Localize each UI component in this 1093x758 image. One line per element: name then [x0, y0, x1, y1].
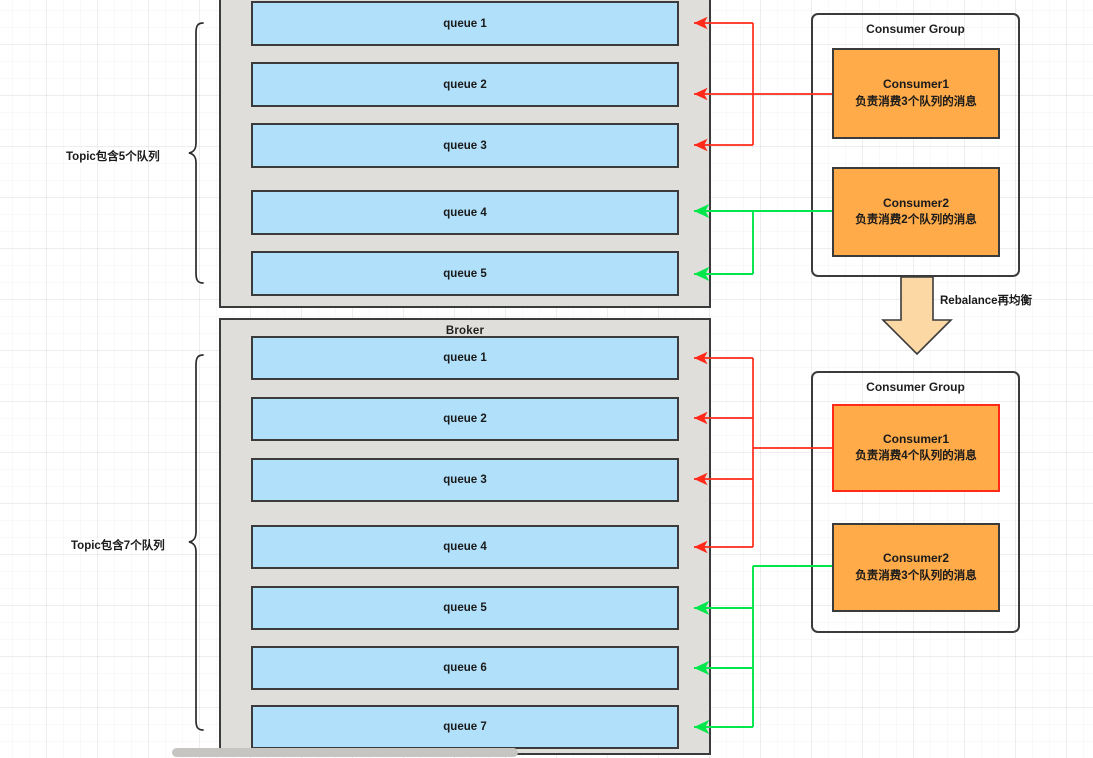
queue-label: queue 4: [443, 541, 487, 553]
consumer-box-bottom-2[interactable]: Consumer2 负责消费3个队列的消息: [832, 523, 1000, 612]
consumer-box-top-2[interactable]: Consumer2 负责消费2个队列的消息: [832, 167, 1000, 257]
queue-label: queue 7: [443, 721, 487, 733]
consumer-desc: 负责消费4个队列的消息: [855, 450, 977, 463]
queue-label: queue 3: [443, 474, 487, 486]
queue-box[interactable]: queue 2: [251, 397, 679, 441]
consumer-group-bottom: Consumer Group: [811, 371, 1020, 633]
queue-label: queue 5: [443, 602, 487, 614]
brace-top: [188, 22, 204, 284]
horizontal-scrollbar[interactable]: [0, 747, 1093, 758]
rebalance-label: Rebalance再均衡: [940, 295, 1033, 307]
consumer-box-bottom-1[interactable]: Consumer1 负责消费4个队列的消息: [832, 404, 1000, 492]
consumer-name: Consumer2: [882, 551, 950, 566]
rebalance-arrow-icon: [881, 276, 953, 356]
brace-bottom: [188, 354, 204, 731]
queue-box[interactable]: queue 1: [251, 336, 679, 380]
queue-label: queue 3: [443, 139, 487, 152]
queue-box[interactable]: queue 1: [251, 1, 679, 46]
side-label-top: Topic包含5个队列: [66, 151, 160, 163]
queue-label: queue 6: [443, 662, 487, 674]
broker-label-bottom: Broker: [445, 325, 485, 337]
queue-label: queue 5: [443, 267, 487, 280]
queue-box[interactable]: queue 5: [251, 251, 679, 296]
queue-box[interactable]: queue 6: [251, 646, 679, 690]
queue-label: queue 2: [443, 413, 487, 425]
consumer-name: Consumer2: [882, 195, 950, 210]
side-label-bottom: Topic包含7个队列: [71, 540, 165, 552]
queue-box[interactable]: queue 4: [251, 525, 679, 569]
queue-label: queue 2: [443, 78, 487, 91]
consumer-group-title: Consumer Group: [866, 22, 965, 36]
consumer-desc: 负责消费3个队列的消息: [855, 569, 977, 582]
consumer-group-title: Consumer Group: [866, 380, 965, 394]
consumer-group-top: Consumer Group: [811, 13, 1020, 277]
consumer-box-top-1[interactable]: Consumer1 负责消费3个队列的消息: [832, 48, 1000, 139]
consumer-name: Consumer1: [882, 431, 950, 446]
queue-label: queue 4: [443, 206, 487, 219]
queue-box[interactable]: queue 5: [251, 586, 679, 630]
queue-box[interactable]: queue 3: [251, 123, 679, 168]
queue-box[interactable]: queue 4: [251, 190, 679, 235]
queue-box[interactable]: queue 7: [251, 705, 679, 749]
queue-box[interactable]: queue 2: [251, 62, 679, 107]
queue-label: queue 1: [443, 17, 487, 30]
consumer-desc: 负责消费2个队列的消息: [855, 214, 977, 227]
queue-label: queue 1: [443, 352, 487, 364]
queue-box[interactable]: queue 3: [251, 458, 679, 502]
scrollbar-thumb[interactable]: [172, 748, 518, 757]
consumer-desc: 负责消费3个队列的消息: [855, 95, 977, 108]
consumer-name: Consumer1: [882, 77, 950, 92]
